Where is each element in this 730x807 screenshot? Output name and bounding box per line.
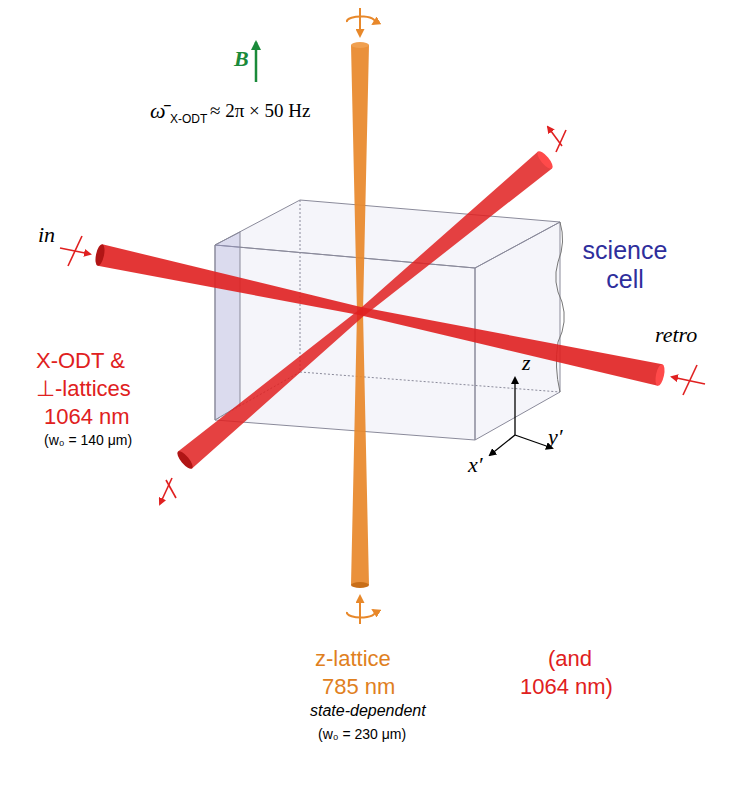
input-label: in xyxy=(38,222,55,247)
axes xyxy=(490,378,552,455)
polarization-marks xyxy=(60,127,705,504)
beam-label: X-ODT & xyxy=(36,348,125,373)
frequency-symbol: ω̄ xyxy=(150,98,166,123)
cell-label: science cell xyxy=(575,236,675,294)
waist-label: (w₀ = 140 μm) xyxy=(44,432,132,448)
note-label: state-dependent xyxy=(310,702,426,720)
axis-label: y′ xyxy=(548,424,563,449)
odt-beams xyxy=(94,149,666,471)
beam-label: ⊥-lattices xyxy=(36,376,131,401)
retro-label: retro xyxy=(655,322,697,347)
wavelength-label: 785 nm xyxy=(322,674,395,699)
frequency-value: ≈ 2π × 50 Hz xyxy=(210,100,310,122)
lattice-label: z-lattice xyxy=(315,646,391,671)
field-label: B xyxy=(234,46,249,71)
b-field-arrow xyxy=(255,42,258,82)
note-label: (and xyxy=(548,646,592,671)
frequency-subscript: X-ODT xyxy=(170,113,207,127)
waist-label: (w₀ = 230 μm) xyxy=(318,726,406,742)
wavelength-label: 1064 nm xyxy=(44,404,130,429)
wavelength-label: 1064 nm) xyxy=(520,674,613,699)
axis-label: z xyxy=(522,350,531,375)
axis-label: x′ xyxy=(468,452,483,477)
